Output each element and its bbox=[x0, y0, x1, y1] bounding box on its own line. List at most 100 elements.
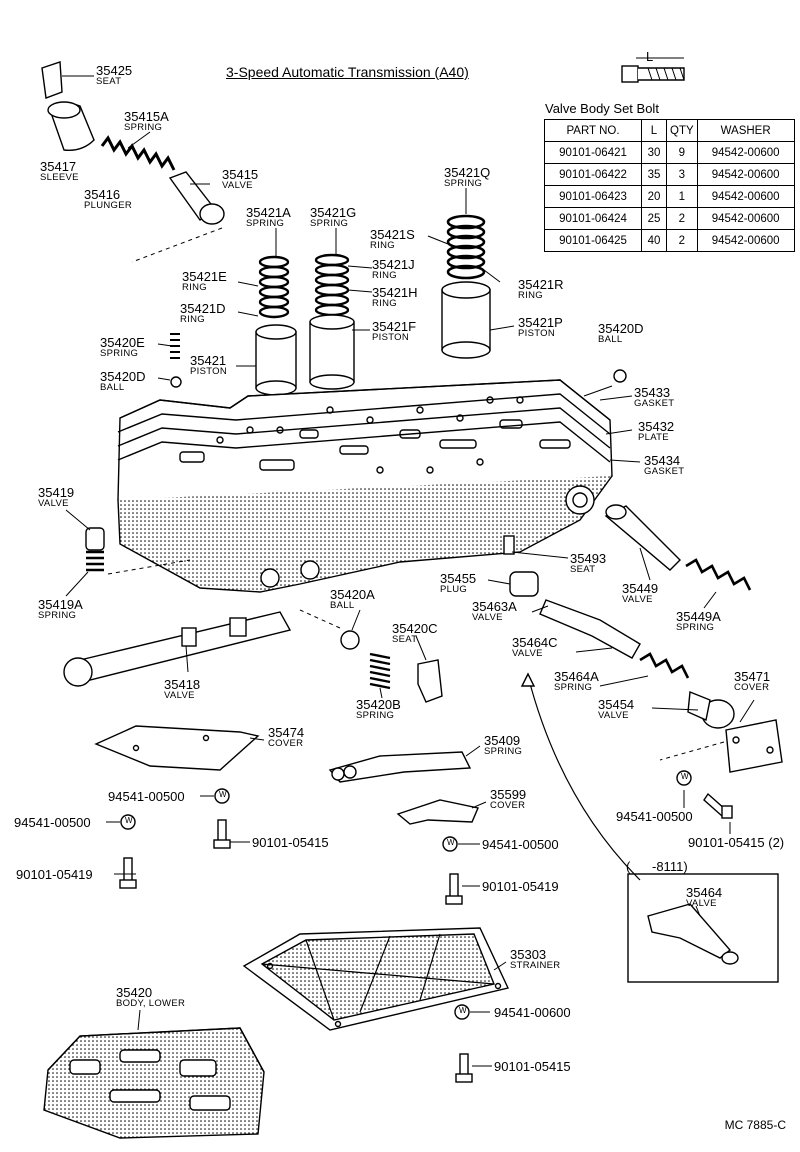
inset-serial-range: ( -8111) bbox=[626, 859, 688, 874]
body-lower-35420 bbox=[43, 1027, 265, 1139]
piston-35421 bbox=[255, 324, 297, 396]
diagram-title: 3-Speed Automatic Transmission (A40) bbox=[226, 64, 469, 80]
bolt-cell: 90101-06425 bbox=[544, 229, 642, 252]
bolt-cell: 3 bbox=[666, 163, 698, 186]
seat-35493 bbox=[503, 535, 515, 555]
bolt-table-row: 90101-06421 30 9 94542-00600 bbox=[544, 141, 795, 164]
callout-94541-00500-c: 94541-00500 bbox=[482, 837, 559, 852]
spring-35409 bbox=[328, 751, 472, 783]
callout-90101-05415-a: 90101-05415 bbox=[252, 835, 329, 850]
bolt-cell: 90101-06424 bbox=[544, 207, 642, 230]
inset-valve-35464 bbox=[627, 873, 779, 983]
callout-90101-05415-b: 90101-05415 (2) bbox=[688, 835, 785, 850]
seat-35425 bbox=[41, 61, 63, 99]
ball-35420D-right bbox=[613, 369, 627, 383]
bolt-cell: 94542-00600 bbox=[696, 163, 795, 186]
bolt-cell: 2 bbox=[666, 229, 698, 252]
bolt-header-partno: PART NO. bbox=[544, 119, 642, 142]
spring-35421Q bbox=[446, 214, 486, 280]
bolt-cell: 9 bbox=[666, 141, 698, 164]
drawing-code: MC 7885-C bbox=[724, 1118, 786, 1132]
callout-94541-00500-a: 94541-00500 bbox=[108, 789, 185, 804]
callout-94541-00500-d: 94541-00500 bbox=[616, 809, 693, 824]
washer-mark-b: W bbox=[125, 816, 133, 825]
piston-35421P bbox=[441, 281, 491, 359]
set-bolt-icon bbox=[621, 57, 685, 83]
bolt-cell: 40 bbox=[641, 229, 667, 252]
spring-35449A bbox=[685, 558, 752, 591]
valve-35419 bbox=[85, 527, 105, 551]
spring-35420B bbox=[369, 652, 391, 690]
bolt-cell: 1 bbox=[666, 185, 698, 208]
bolt-table-header: PART NO. L QTY WASHER bbox=[544, 119, 795, 142]
bolt-cell: 25 bbox=[641, 207, 667, 230]
spring-35420E bbox=[170, 333, 180, 359]
bolt-cell: 90101-06421 bbox=[544, 141, 642, 164]
spring-35415A bbox=[100, 135, 176, 171]
spring-35464A bbox=[639, 652, 690, 679]
bolt-table-row: 90101-06422 35 3 94542-00600 bbox=[544, 163, 795, 186]
valve-35463A bbox=[539, 599, 641, 659]
valve-35415 bbox=[168, 171, 225, 225]
ball-35420D-left bbox=[170, 376, 182, 388]
piston-35421F bbox=[309, 314, 355, 390]
bolt-cell: 90101-06423 bbox=[544, 185, 642, 208]
bolt-90101-05419-a bbox=[119, 857, 137, 889]
bolt-header-washer: WASHER bbox=[696, 119, 795, 142]
bolt-cell: 2 bbox=[666, 207, 698, 230]
valve-35454 bbox=[687, 691, 735, 729]
bolt-90101-05419-b bbox=[445, 873, 463, 905]
bolt-cell: 90101-06422 bbox=[544, 163, 642, 186]
cover-35471 bbox=[725, 719, 783, 773]
bolt-cell: 94542-00600 bbox=[696, 141, 795, 164]
bolt-length-label: L bbox=[646, 49, 654, 64]
bolt-table: PART NO. L QTY WASHER 90101-06421 30 9 9… bbox=[544, 119, 795, 252]
valve-35449 bbox=[604, 504, 681, 571]
bolt-cell: 20 bbox=[641, 185, 667, 208]
strainer-35303 bbox=[242, 927, 509, 1031]
bolt-table-row: 90101-06423 20 1 94542-00600 bbox=[544, 185, 795, 208]
spring-35421G bbox=[314, 253, 350, 317]
callout-94541-00600: 94541-00600 bbox=[494, 1005, 571, 1020]
bolt-header-l: L bbox=[641, 119, 667, 142]
bolt-table-row: 90101-06424 25 2 94542-00600 bbox=[544, 207, 795, 230]
bolt-header-qty: QTY bbox=[666, 119, 698, 142]
bolt-90101-05415-c bbox=[455, 1053, 473, 1083]
callout-90101-05415-c: 90101-05415 bbox=[494, 1059, 571, 1074]
valve-body-upper bbox=[117, 379, 613, 593]
washer-mark-d: W bbox=[681, 772, 689, 781]
bolt-90101-05415-a bbox=[213, 819, 231, 849]
